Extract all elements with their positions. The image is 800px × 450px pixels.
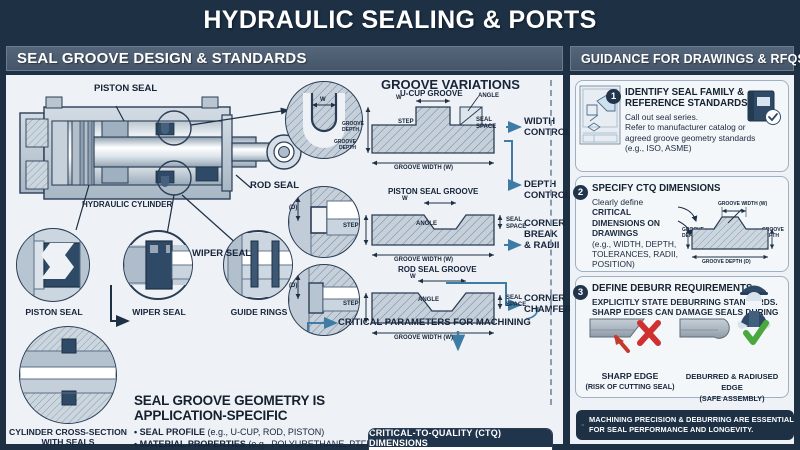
page-title: HYDRAULIC SEALING & PORTS [203,5,597,34]
step-3-title: DEFINE DEBURR REQUIREMENTS [592,283,753,294]
callout-wiper-seal: WIPER SEAL [192,248,251,259]
step-3-body: EXPLICITLY STATE DEBURRING STANDARDS. SH… [592,297,779,328]
footer-note: MACHINING PRECISION & DEBURRING ARE ESSE… [576,410,794,440]
geometry-title-line2: APPLICATION-SPECIFIC [134,408,288,423]
rod-groove-step-label: STEP [343,301,359,307]
callout-hydraulic-cylinder: HYDRAULIC CYLINDER [82,200,173,209]
u-cup-seal-space-label: SEAL SPACE [476,117,497,130]
step-2-badge: 2 [573,185,588,200]
diagram-title-piston-groove: PISTON SEAL GROOVE [388,187,479,196]
cross-section-caption-line2: WITH SEALS [41,437,95,447]
piston-groove-angle-label: ANGLE [416,221,437,227]
list-item: MATERIAL PROPERTIES (e.g., POLYURETHANE,… [134,438,376,450]
step-1-title: IDENTIFY SEAL FAMILY & REFERENCE STANDAR… [625,87,748,110]
cross-section-caption: CYLINDER CROSS-SECTION WITH SEALS [6,427,130,447]
step-2-body: Clearly define CRITICAL DIMENSIONS ON DR… [592,197,678,270]
step-1-badge: 1 [606,89,621,104]
callout-rod-seal: ROD SEAL [250,180,300,191]
control-depth: DEPTH CONTROL [524,179,571,201]
list-item: SEAL PROFILE (e.g., U-CUP, ROD, PISTON) [134,426,362,438]
step-3-sharp-edge-caption: SHARP EDGE (RISK OF CUTTING SEAL) [585,371,675,391]
seal-groove-geometry-block: SEAL GROOVE GEOMETRY IS APPLICATION-SPEC… [134,393,376,450]
section-header-left: SEAL GROOVE DESIGN & STANDARDS [6,46,563,71]
footer-line2: FOR SEAL PERFORMANCE AND LONGEVITY. [588,425,754,434]
u-circle-depth-label: GROOVE DEPTH [334,139,356,151]
piston-groove-width-label: GROOVE WIDTH (W) [394,257,453,263]
detail-caption-guide-rings: GUIDE RINGS [230,307,288,317]
callout-piston-seal: PISTON SEAL [94,83,158,94]
piston-groove-step-label: STEP [343,223,359,229]
u-cup-angle-label: ANGLE [478,93,499,99]
control-width: WIDTH CONTROL [524,116,571,138]
diagram-title-u-cup: U-CUP GROOVE [400,89,463,98]
ctq-dimensions-box: CRITICAL-TO-QUALITY (CTQ) DIMENSIONS GRO… [368,428,553,450]
left-panel: PISTON SEAL ROD SEAL HYDRAULIC CYLINDER … [6,75,572,450]
u-cup-depth-label: GROOVE DEPTH [342,121,364,133]
detail-caption-wiper-seal: WIPER SEAL [132,307,186,317]
step-3-badge: 3 [573,285,588,300]
geometry-bullet-list: SEAL PROFILE (e.g., U-CUP, ROD, PISTON) … [134,426,376,450]
section-header-right: GUIDANCE FOR DRAWINGS & RFQS [570,46,800,71]
ctq-header: CRITICAL-TO-QUALITY (CTQ) DIMENSIONS [369,429,552,448]
footer-line1: MACHINING PRECISION & DEBURRING ARE ESSE… [588,415,794,425]
right-panel: 1 IDENTIFY SEAL FAMILY & REFERENCE STAND… [570,75,794,444]
rod-groove-seal-space-label: SEAL SPACE [506,295,527,308]
callout-wiper-seal-text: WIPER SEAL [192,248,252,259]
diagram-title-rod-groove: ROD SEAL GROOVE [398,265,477,274]
piston-groove-seal-space-label: SEAL SPACE [506,217,527,230]
poster-title-bar: HYDRAULIC SEALING & PORTS [0,0,800,40]
u-circle-w-label: W [320,97,326,103]
step-2-bottom-label: GROOVE DEPTH (D) [702,259,751,265]
gear-caliper-icon [581,424,584,426]
rod-groove-width-label: GROOVE WIDTH (W) [394,335,453,341]
rod-groove-w-label: W [410,274,416,280]
rod-circle-d-label: (D) [289,283,298,289]
footer-text: MACHINING PRECISION & DEBURRING ARE ESSE… [589,415,794,434]
geometry-title-line1: SEAL GROOVE GEOMETRY IS [134,393,325,408]
piston-groove-w-label: W [402,196,408,202]
piston-circle-d-label: (D) [289,205,298,211]
cross-section-caption-line1: CYLINDER CROSS-SECTION [9,427,127,437]
rod-groove-angle-label: ANGLE [418,297,439,303]
u-cup-width-label: GROOVE WIDTH (W) [394,165,453,171]
geometry-title: SEAL GROOVE GEOMETRY IS APPLICATION-SPEC… [134,393,362,423]
u-cup-step-label: STEP [398,119,414,125]
control-corner-break: CORNER BREAK & RADII [524,218,566,251]
step-2-depth-left-label: GROOVE DEPTH [682,227,704,239]
panel-divider-dashed [550,80,552,405]
control-corner-chamfer: CORNER CHAMFER [524,293,572,315]
step-3-deburred-caption: DEBURRED & RADIUSED EDGE (SAFE ASSEMBLY) [685,372,779,403]
detail-caption-piston-seal: PISTON SEAL [25,307,83,317]
step-2-title: SPECIFY CTQ DIMENSIONS [592,183,721,194]
step-2-depth-right-label: GROOVE DEPTH [762,227,784,239]
critical-parameters-label: CRITICAL PARAMETERS FOR MACHINING [338,317,531,328]
groove-variations-title: GROOVE VARIATIONS [381,77,520,92]
u-cup-w-label: W [396,95,402,101]
step-2-width-label: GROOVE WIDTH (W) [718,201,768,207]
step-1-body: Call out seal series. Refer to manufactu… [625,112,756,154]
